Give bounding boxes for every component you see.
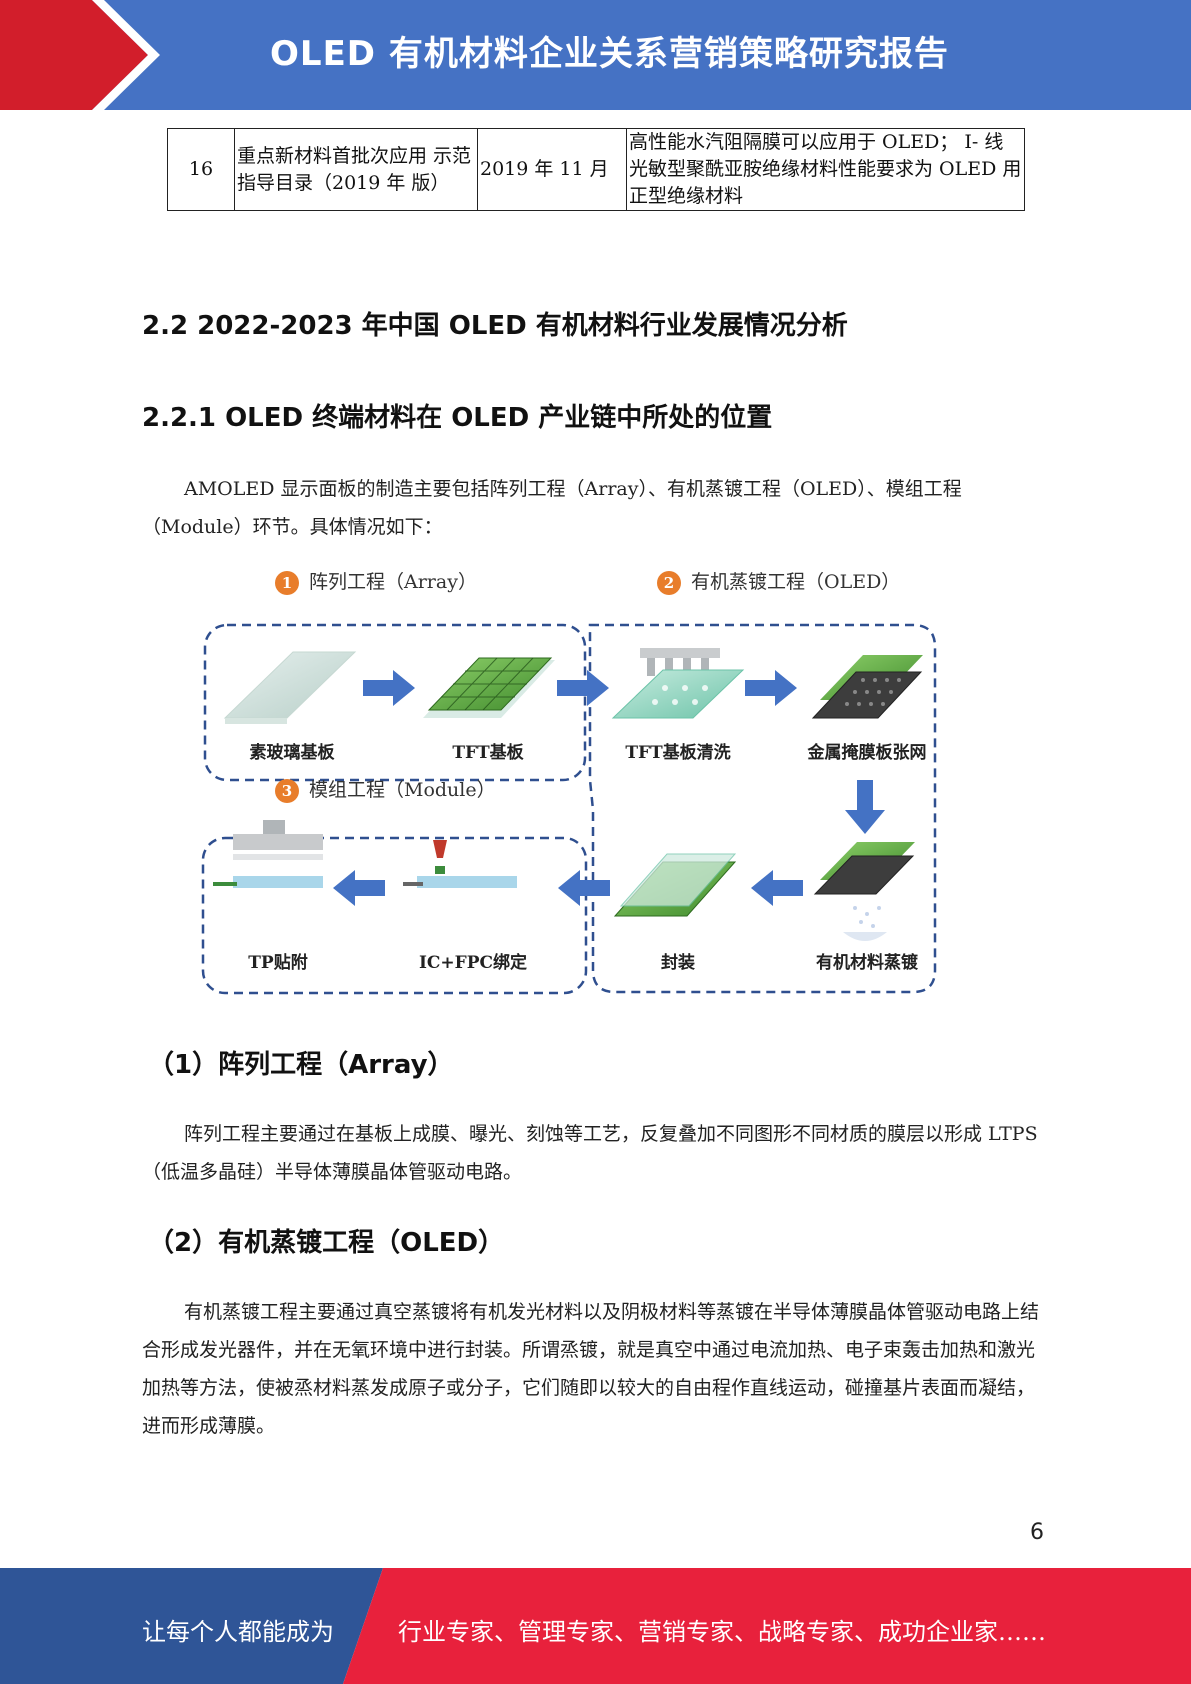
- intro-paragraph: AMOLED 显示面板的制造主要包括阵列工程（Array）、有机蒸镀工程（OLE…: [142, 478, 962, 538]
- arrow-left-icon: [333, 870, 385, 906]
- stage-title-text: 阵列工程（Array）: [309, 571, 477, 593]
- stage-number-badge: 1: [275, 571, 299, 595]
- metal-mask-icon: [811, 655, 923, 719]
- report-title: OLED 有机材料企业关系营销策略研究报告: [270, 34, 949, 74]
- subsection-array-heading: （1）阵列工程（Array）: [148, 1050, 454, 1080]
- tft-cleaning-icon: [611, 648, 745, 719]
- label-clean: TFT基板清洗: [625, 743, 731, 763]
- table-cell-name: 重点新材料首批次应用 示范指导目录（2019 年 版）: [234, 128, 478, 211]
- label-tp: TP贴附: [248, 953, 308, 973]
- table-row: 16 重点新材料首批次应用 示范指导目录（2019 年 版） 2019 年 11…: [167, 128, 1025, 211]
- stage-array-title: 1 阵列工程（Array）: [275, 567, 477, 595]
- encapsulation-icon: [613, 853, 737, 917]
- oled-paragraph: 有机蒸镀工程主要通过真空蒸镀将有机发光材料以及阴极材料等蒸镀在半导体薄膜晶体管驱…: [142, 1301, 1040, 1437]
- stage-title-text: 有机蒸镀工程（OLED）: [691, 571, 901, 593]
- arrow-down-icon: [845, 780, 885, 834]
- label-encap: 封装: [661, 953, 695, 973]
- footer-slogan-left: 让每个人都能成为: [142, 1618, 334, 1646]
- arrow-right-icon: [745, 670, 797, 706]
- array-group-box: [203, 623, 587, 782]
- stage-module-title: 3 模组工程（Module）: [275, 775, 496, 803]
- stage-number-badge: 2: [657, 571, 681, 595]
- policy-table: 16 重点新材料首批次应用 示范指导目录（2019 年 版） 2019 年 11…: [167, 128, 1025, 211]
- subsection-oled-heading: （2）有机蒸镀工程（OLED）: [148, 1228, 505, 1258]
- arrow-right-icon: [363, 670, 415, 706]
- footer-background: [0, 1568, 1191, 1684]
- glass-substrate-icon: [223, 651, 357, 724]
- stage-title-text: 模组工程（Module）: [309, 779, 496, 801]
- table-cell-date: 2019 年 11 月: [477, 128, 627, 211]
- arrow-left-icon: [558, 870, 610, 906]
- array-paragraph: 阵列工程主要通过在基板上成膜、曝光、刻蚀等工艺，反复叠加不同图形不同材质的膜层以…: [142, 1123, 1038, 1183]
- process-flow-diagram: [201, 623, 937, 995]
- tp-attach-icon: [213, 820, 323, 888]
- page-header: OLED 有机材料企业关系营销策略研究报告: [0, 0, 1191, 110]
- module-group-box: [201, 836, 588, 995]
- table-cell-content: 高性能水汽阻隔膜可以应用于 OLED； I- 线光敏型聚酰亚胺绝缘材料性能要求为…: [626, 128, 1025, 211]
- label-glass: 素玻璃基板: [249, 743, 335, 763]
- arrow-left-icon: [751, 870, 803, 906]
- section-heading: 2.2 2022-2023 年中国 OLED 有机材料行业发展情况分析: [142, 311, 848, 341]
- page-number: 6: [1030, 1520, 1044, 1545]
- stage-oled-title: 2 有机蒸镀工程（OLED）: [657, 567, 900, 595]
- header-chevron-decoration: [0, 0, 160, 110]
- tft-substrate-icon: [423, 657, 555, 718]
- oled-group-box: [588, 623, 937, 994]
- label-evap: 有机材料蒸镀: [816, 953, 918, 973]
- process-flow-figure: 1 阵列工程（Array） 2 有机蒸镀工程（OLED） 3 模组工程（Module）…: [195, 571, 975, 1000]
- label-mask: 金属掩膜板张网: [807, 743, 927, 763]
- page-footer: 让每个人都能成为 行业专家、管理专家、营销专家、战略专家、成功企业家……: [0, 1568, 1191, 1684]
- footer-slogan-right: 行业专家、管理专家、营销专家、战略专家、成功企业家……: [398, 1618, 1046, 1646]
- table-cell-no: 16: [167, 128, 235, 211]
- subsection-heading: 2.2.1 OLED 终端材料在 OLED 产业链中所处的位置: [142, 403, 773, 433]
- ic-fpc-bonding-icon: [403, 840, 517, 888]
- arrow-right-icon: [557, 670, 609, 706]
- evaporation-icon: [813, 842, 915, 941]
- label-bond: IC+FPC绑定: [418, 953, 528, 973]
- stage-number-badge: 3: [275, 779, 299, 803]
- label-tft: TFT基板: [452, 743, 524, 763]
